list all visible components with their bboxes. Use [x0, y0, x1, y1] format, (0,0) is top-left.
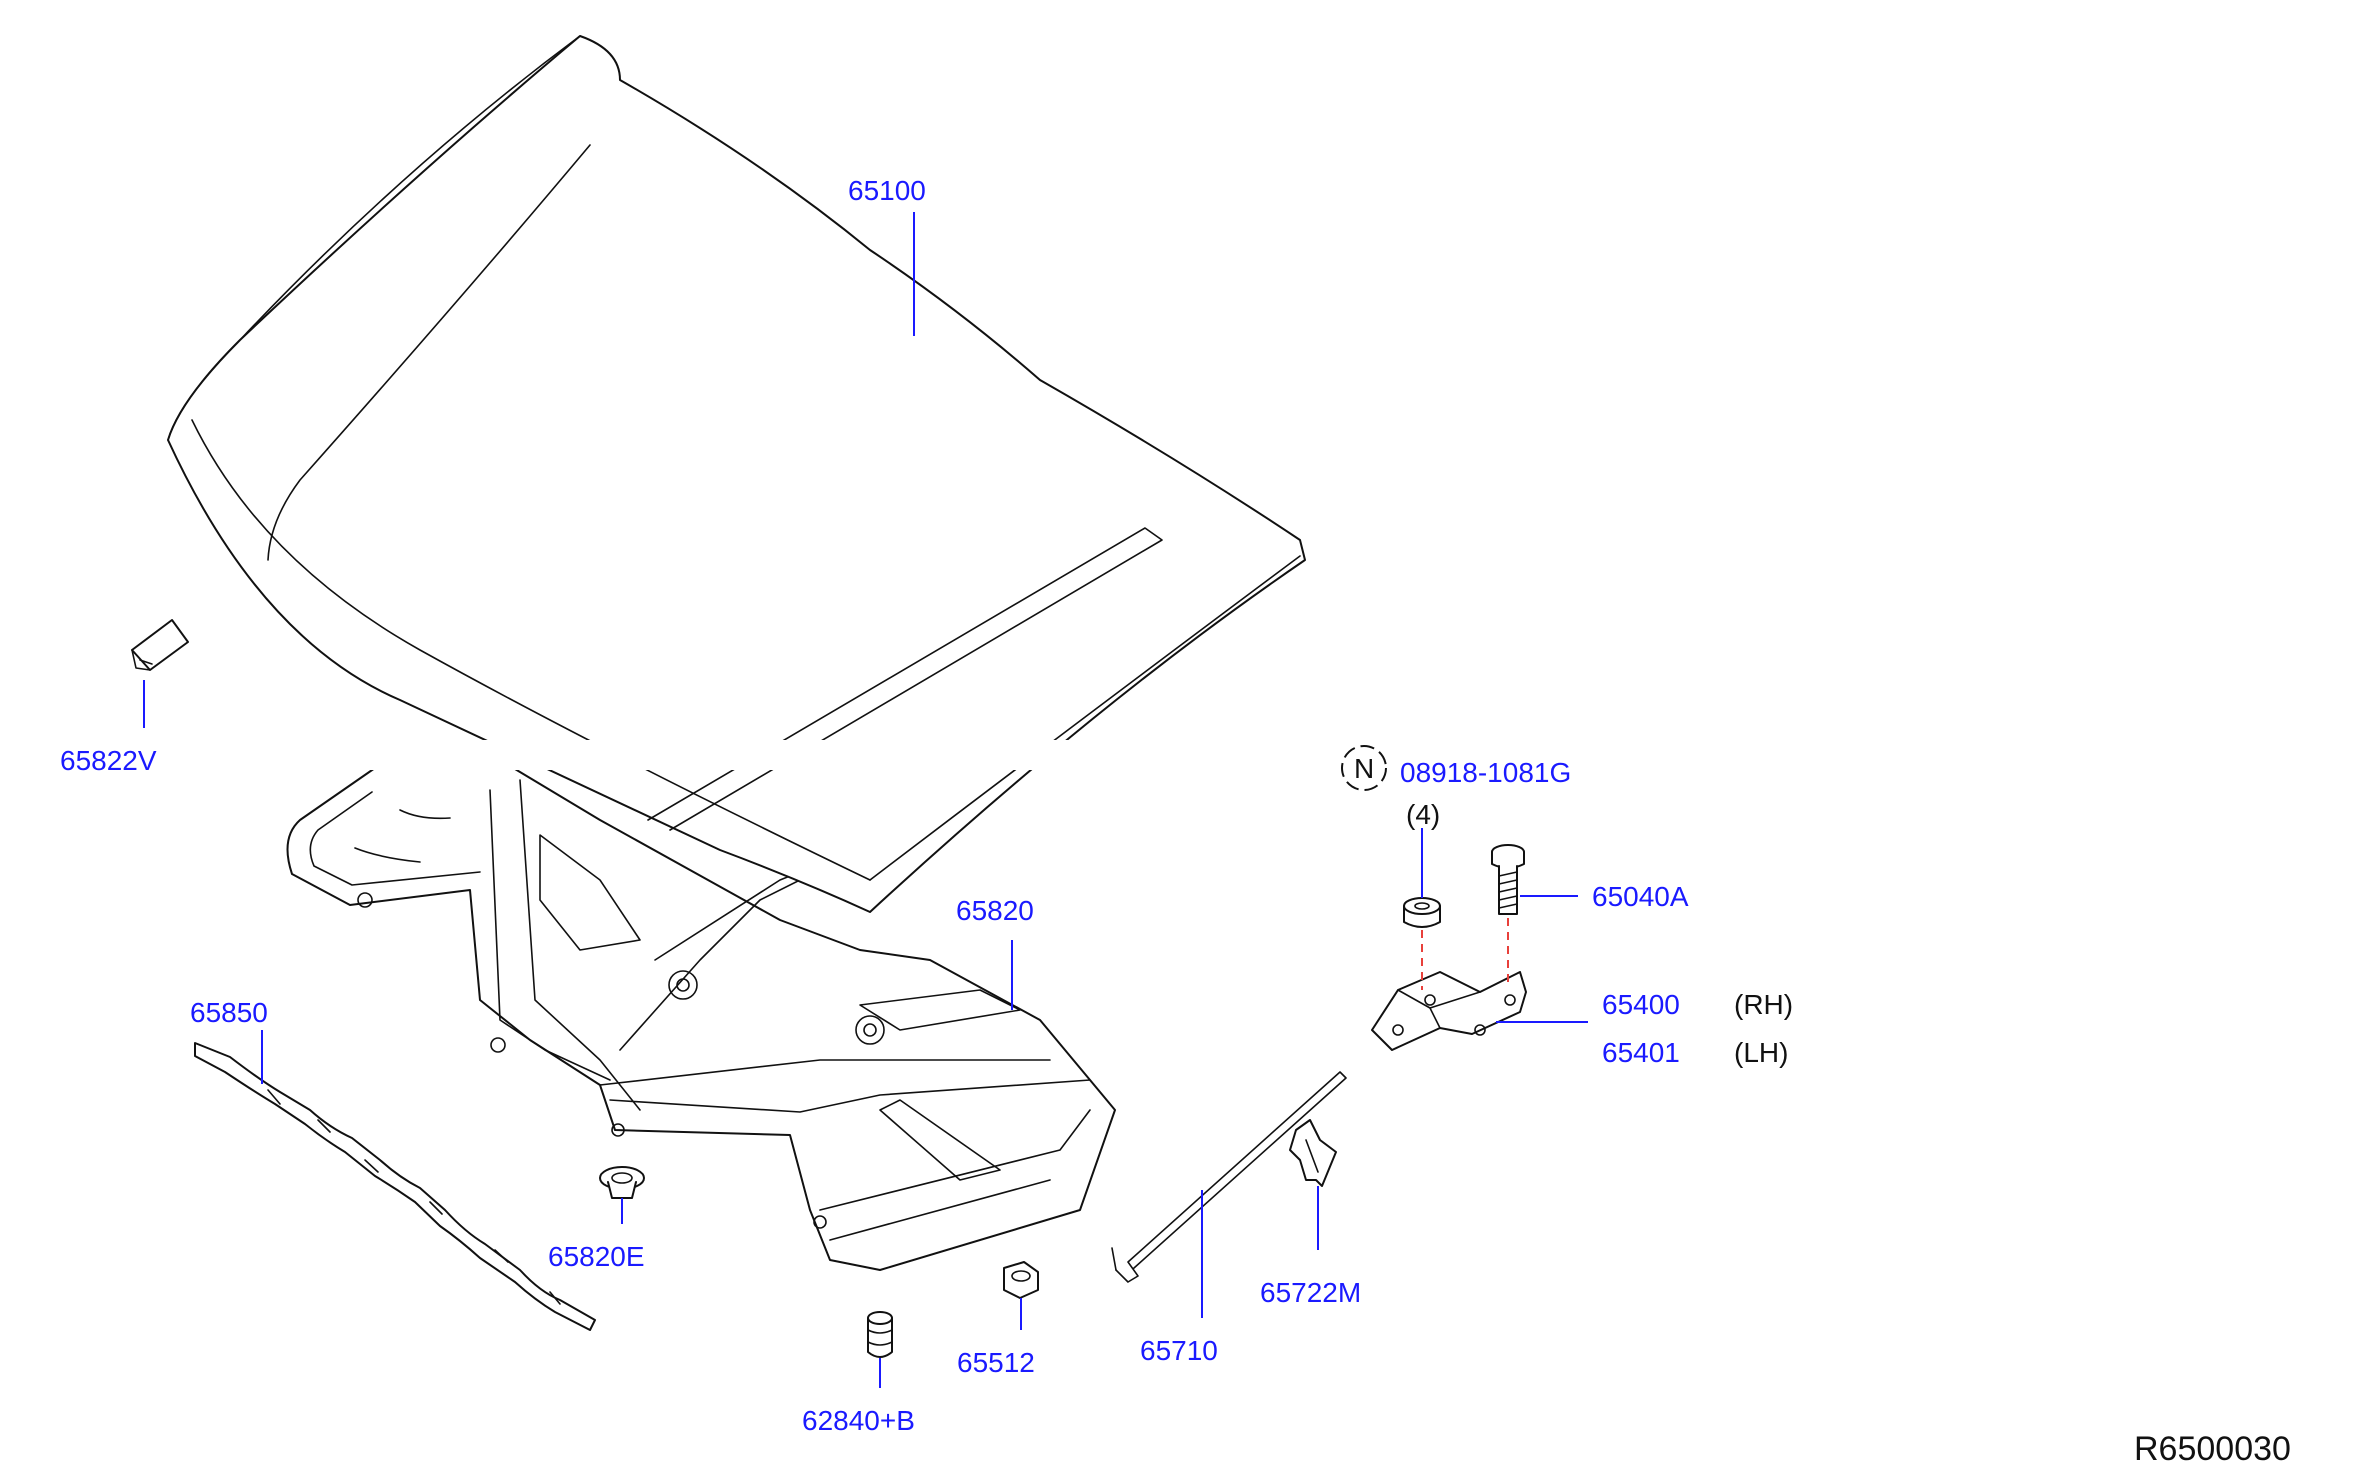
standard-part-symbol: N [1341, 745, 1387, 791]
label-hinge-lh-side: (LH) [1734, 1037, 1788, 1068]
label-insulator: 65820 [956, 895, 1034, 926]
label-hinge-rh-side: (RH) [1734, 989, 1793, 1020]
stay-clip [1289, 1119, 1337, 1187]
label-bolt: 65040A [1592, 881, 1689, 912]
label-insulator-clip: 65822V [60, 745, 157, 776]
label-seal: 65850 [190, 997, 268, 1028]
insulator-clip [131, 619, 189, 671]
hood-insulator [286, 759, 1116, 1271]
label-nut-std-number: 08918-1081G [1400, 757, 1571, 788]
standard-part-prefix: N [1354, 753, 1374, 784]
label-clip-e: 65820E [548, 1241, 645, 1272]
hood-seal-strip [194, 1042, 596, 1331]
label-hinge-rh: 65400 [1602, 989, 1680, 1020]
hood-panel [167, 35, 1306, 913]
label-bumper-rubber: 62840+B [802, 1405, 915, 1436]
hood-bumper-rubber [867, 1311, 893, 1358]
label-stay-clip: 65722M [1260, 1277, 1361, 1308]
hinge-bolt [1491, 844, 1525, 915]
label-hood: 65100 [848, 175, 926, 206]
label-nut: 65512 [957, 1347, 1035, 1378]
hinge-nut [1403, 897, 1441, 928]
label-nut-qty: (4) [1406, 799, 1440, 830]
label-hinge-lh: 65401 [1602, 1037, 1680, 1068]
hex-nut [1003, 1261, 1039, 1299]
diagram-reference-code: R6500030 [2134, 1430, 2291, 1468]
hood-hinge [1371, 971, 1527, 1051]
hood-stay-rod [1111, 1071, 1347, 1283]
image-artifact-band [350, 740, 1150, 770]
label-stay: 65710 [1140, 1335, 1218, 1366]
clip-fastener [599, 1166, 645, 1199]
